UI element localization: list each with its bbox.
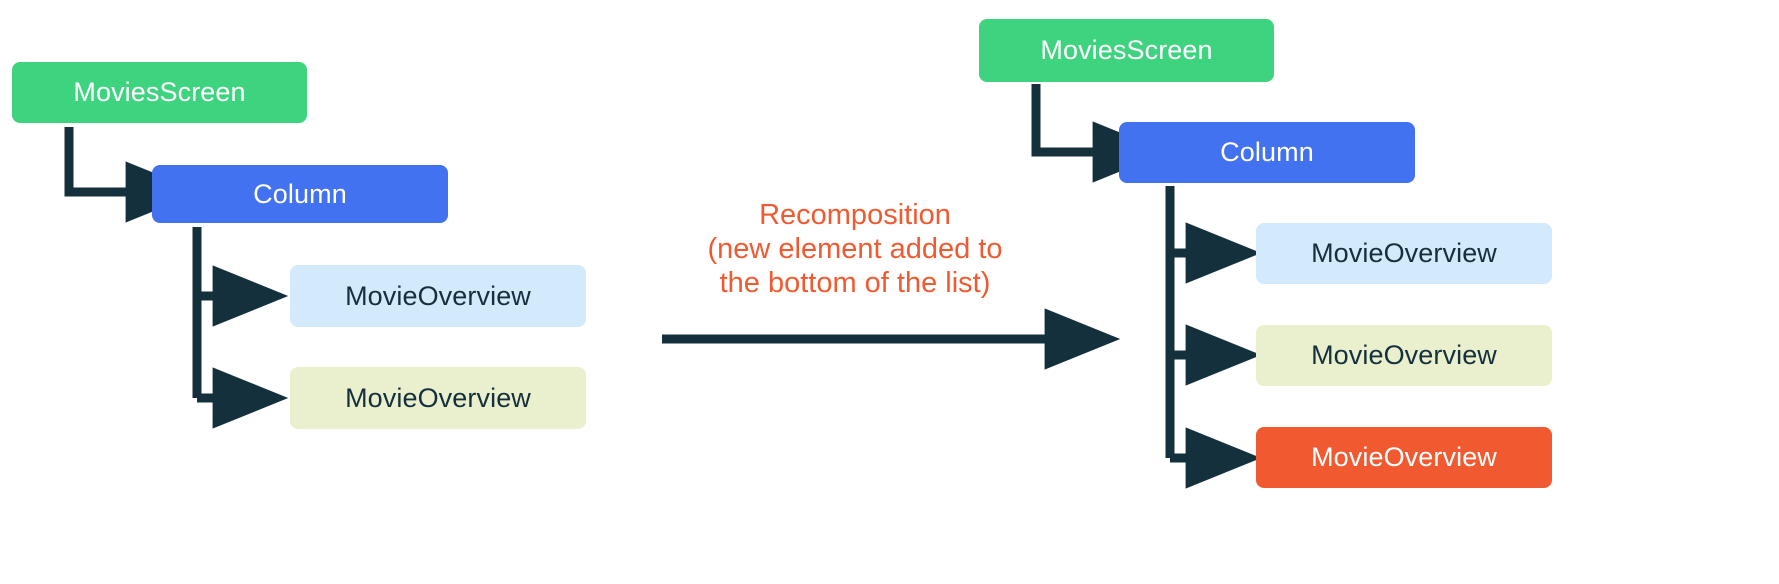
left-node-movie-overview-1[interactable]: MovieOverview (290, 265, 586, 327)
right-node-movie-overview-3[interactable]: MovieOverview (1256, 427, 1552, 488)
right-node-movies-screen[interactable]: MoviesScreen (979, 19, 1274, 82)
left-node-movies-screen-label: MoviesScreen (73, 77, 246, 107)
right-edge-root-to-column (1031, 84, 1169, 183)
left-node-movie-overview-2-label: MovieOverview (345, 382, 531, 413)
left-node-movie-overview-1-label: MovieOverview (345, 280, 531, 311)
left-node-movies-screen[interactable]: MoviesScreen (12, 62, 307, 123)
right-node-movie-overview-3-label: MovieOverview (1311, 442, 1497, 472)
right-node-movies-screen-label: MoviesScreen (1040, 35, 1213, 65)
left-node-column[interactable]: Column (152, 165, 448, 223)
right-node-movie-overview-1[interactable]: MovieOverview (1256, 223, 1552, 284)
left-node-movie-overview-2[interactable]: MovieOverview (290, 367, 586, 429)
right-node-movie-overview-2[interactable]: MovieOverview (1256, 325, 1552, 386)
right-node-movie-overview-1-label: MovieOverview (1311, 238, 1497, 268)
right-node-movie-overview-2-label: MovieOverview (1311, 340, 1497, 370)
transition-caption: Recomposition (new element added to the … (707, 199, 1003, 300)
left-edge-root-to-column (64, 127, 202, 223)
right-node-column-label: Column (1220, 137, 1314, 167)
left-node-column-label: Column (253, 178, 347, 209)
right-node-column[interactable]: Column (1119, 122, 1415, 183)
